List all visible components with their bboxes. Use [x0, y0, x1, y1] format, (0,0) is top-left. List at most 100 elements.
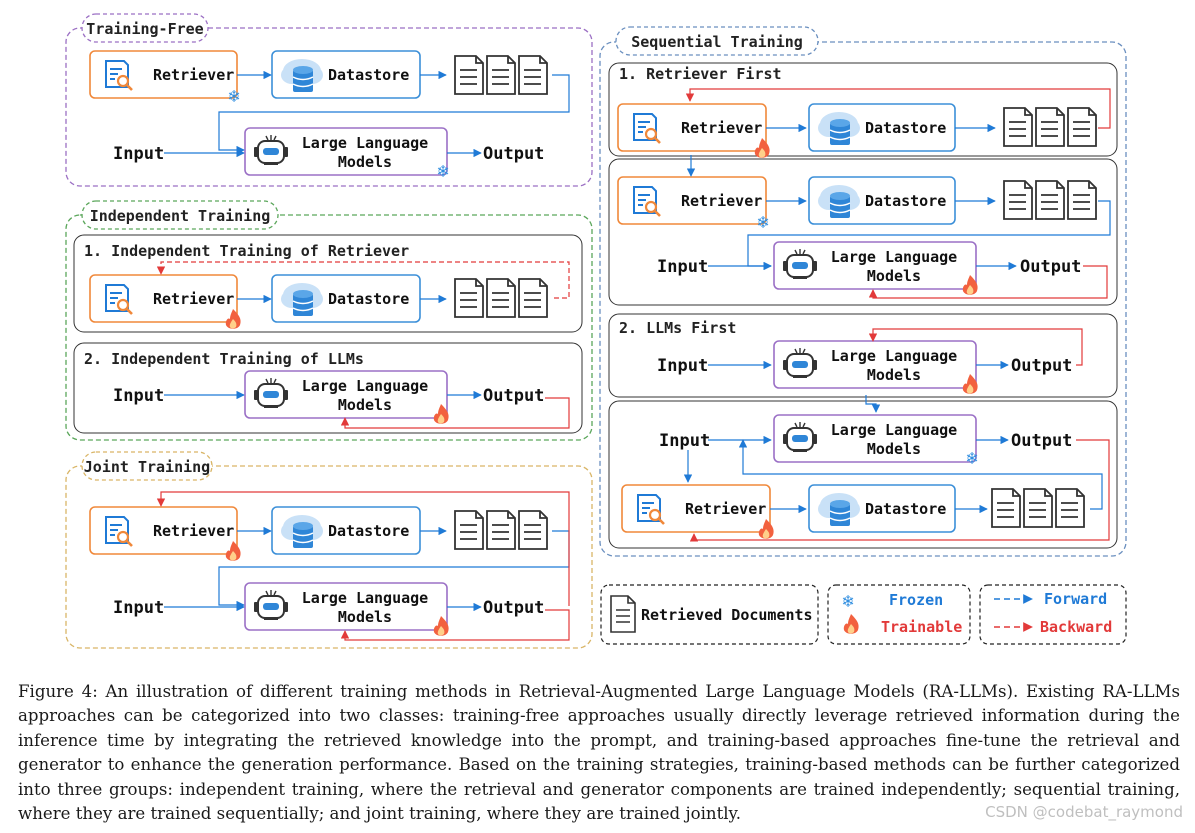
retriever-box: Retriever: [617, 103, 767, 152]
document-stack-icon: [454, 278, 548, 318]
retriever-box: Retriever: [89, 50, 238, 99]
llm-label-line1: Large Language: [302, 134, 428, 152]
flame-icon: [225, 541, 241, 561]
retriever-box: Retriever: [89, 274, 238, 323]
datastore-label: Datastore: [328, 290, 409, 308]
training-free-frame: [65, 27, 593, 187]
document-stack-icon: [991, 488, 1085, 528]
cloud-database-icon: [281, 283, 323, 316]
legend-backward: Backward: [1040, 618, 1112, 636]
cloud-database-icon: [818, 493, 860, 526]
retriever-magnifier-icon: [637, 494, 665, 525]
legend-trainable: Trainable: [881, 618, 962, 636]
llm-label-line2: Models: [867, 366, 921, 384]
watermark: CSDN @codebat_raymond: [985, 803, 1183, 821]
retriever-magnifier-icon: [105, 284, 133, 315]
input-label: Input: [113, 598, 164, 618]
document-stack-icon: [1003, 107, 1097, 147]
retriever-box: Retriever: [621, 484, 771, 533]
retriever-box: Retriever: [617, 176, 767, 225]
legend-retrieved-documents: Retrieved Documents: [641, 606, 813, 624]
datastore-label: Datastore: [865, 192, 946, 210]
retriever-label: Retriever: [681, 119, 762, 137]
document-stack-icon: [454, 510, 548, 550]
llm-label-line1: Large Language: [302, 377, 428, 395]
flame-icon: [225, 309, 241, 329]
datastore-label: Datastore: [865, 500, 946, 518]
document-stack-icon: [1003, 180, 1097, 220]
llm-label-line1: Large Language: [302, 589, 428, 607]
flame-icon: [754, 138, 770, 158]
robot-icon: [783, 249, 817, 279]
retriever-magnifier-icon: [633, 186, 661, 217]
output-label: Output: [483, 144, 544, 164]
legend-documents: [600, 584, 819, 645]
datastore-label: Datastore: [865, 119, 946, 137]
input-label: Input: [113, 386, 164, 406]
llm-label-line1: Large Language: [831, 421, 957, 439]
cloud-database-icon: [818, 112, 860, 145]
llm-label-line2: Models: [338, 608, 392, 626]
input-label: Input: [113, 144, 164, 164]
datastore-box: Datastore: [808, 176, 956, 225]
llm-label-line1: Large Language: [831, 248, 957, 266]
snowflake-icon: ❄: [229, 86, 240, 107]
output-label: Output: [1011, 431, 1072, 451]
input-label: Input: [659, 431, 710, 451]
cloud-database-icon: [281, 515, 323, 548]
sub-title-ind-retriever: 1. Independent Training of Retriever: [84, 242, 409, 260]
cloud-database-icon: [818, 185, 860, 218]
training-free-title: Training-Free: [86, 20, 203, 38]
output-label: Output: [1020, 257, 1081, 277]
flame-icon: [433, 616, 449, 636]
input-label: Input: [657, 356, 708, 376]
llm-label-line2: Models: [338, 153, 392, 171]
robot-icon: [254, 378, 288, 408]
joint-training-frame: [65, 465, 593, 649]
datastore-label: Datastore: [328, 66, 409, 84]
llm-label-line2: Models: [867, 267, 921, 285]
retriever-label: Retriever: [153, 290, 234, 308]
sub-title-llms-first: 2. LLMs First: [619, 319, 736, 337]
sequential-training-title: Sequential Training: [631, 33, 803, 51]
robot-icon: [783, 348, 817, 378]
legend-frozen: Frozen: [889, 591, 943, 609]
retriever-magnifier-icon: [633, 113, 661, 144]
sequential-training-frame: [599, 41, 1127, 557]
retriever-label: Retriever: [153, 66, 234, 84]
legend-frozen-trainable: [827, 584, 971, 645]
robot-icon: [254, 135, 288, 165]
output-label: Output: [1011, 356, 1072, 376]
figure-caption: Figure 4: An illustration of different t…: [18, 682, 1180, 824]
robot-icon: [254, 590, 288, 620]
datastore-box: Datastore: [271, 506, 421, 555]
datastore-box: Datastore: [271, 274, 421, 323]
retriever-label: Retriever: [153, 522, 234, 540]
robot-icon: [783, 422, 817, 452]
retriever-label: Retriever: [681, 192, 762, 210]
cloud-database-icon: [281, 59, 323, 92]
document-stack-icon: [454, 55, 548, 95]
independent-training-title: Independent Training: [90, 207, 271, 225]
flame-icon: [433, 404, 449, 424]
retriever-box: Retriever: [89, 506, 238, 555]
independent-training-frame: [65, 214, 593, 441]
flame-icon: [843, 614, 859, 634]
llm-label-line2: Models: [867, 440, 921, 458]
retriever-magnifier-icon: [105, 60, 133, 91]
flame-icon: [962, 275, 978, 295]
llm-label-line1: Large Language: [831, 347, 957, 365]
datastore-label: Datastore: [328, 522, 409, 540]
output-label: Output: [483, 386, 544, 406]
retriever-label: Retriever: [685, 500, 766, 518]
snowflake-icon: ❄: [967, 448, 978, 469]
snowflake-icon: ❄: [843, 591, 854, 612]
legend-forward-backward: [979, 584, 1127, 645]
legend-forward: Forward: [1044, 590, 1107, 608]
llm-label-line2: Models: [338, 396, 392, 414]
